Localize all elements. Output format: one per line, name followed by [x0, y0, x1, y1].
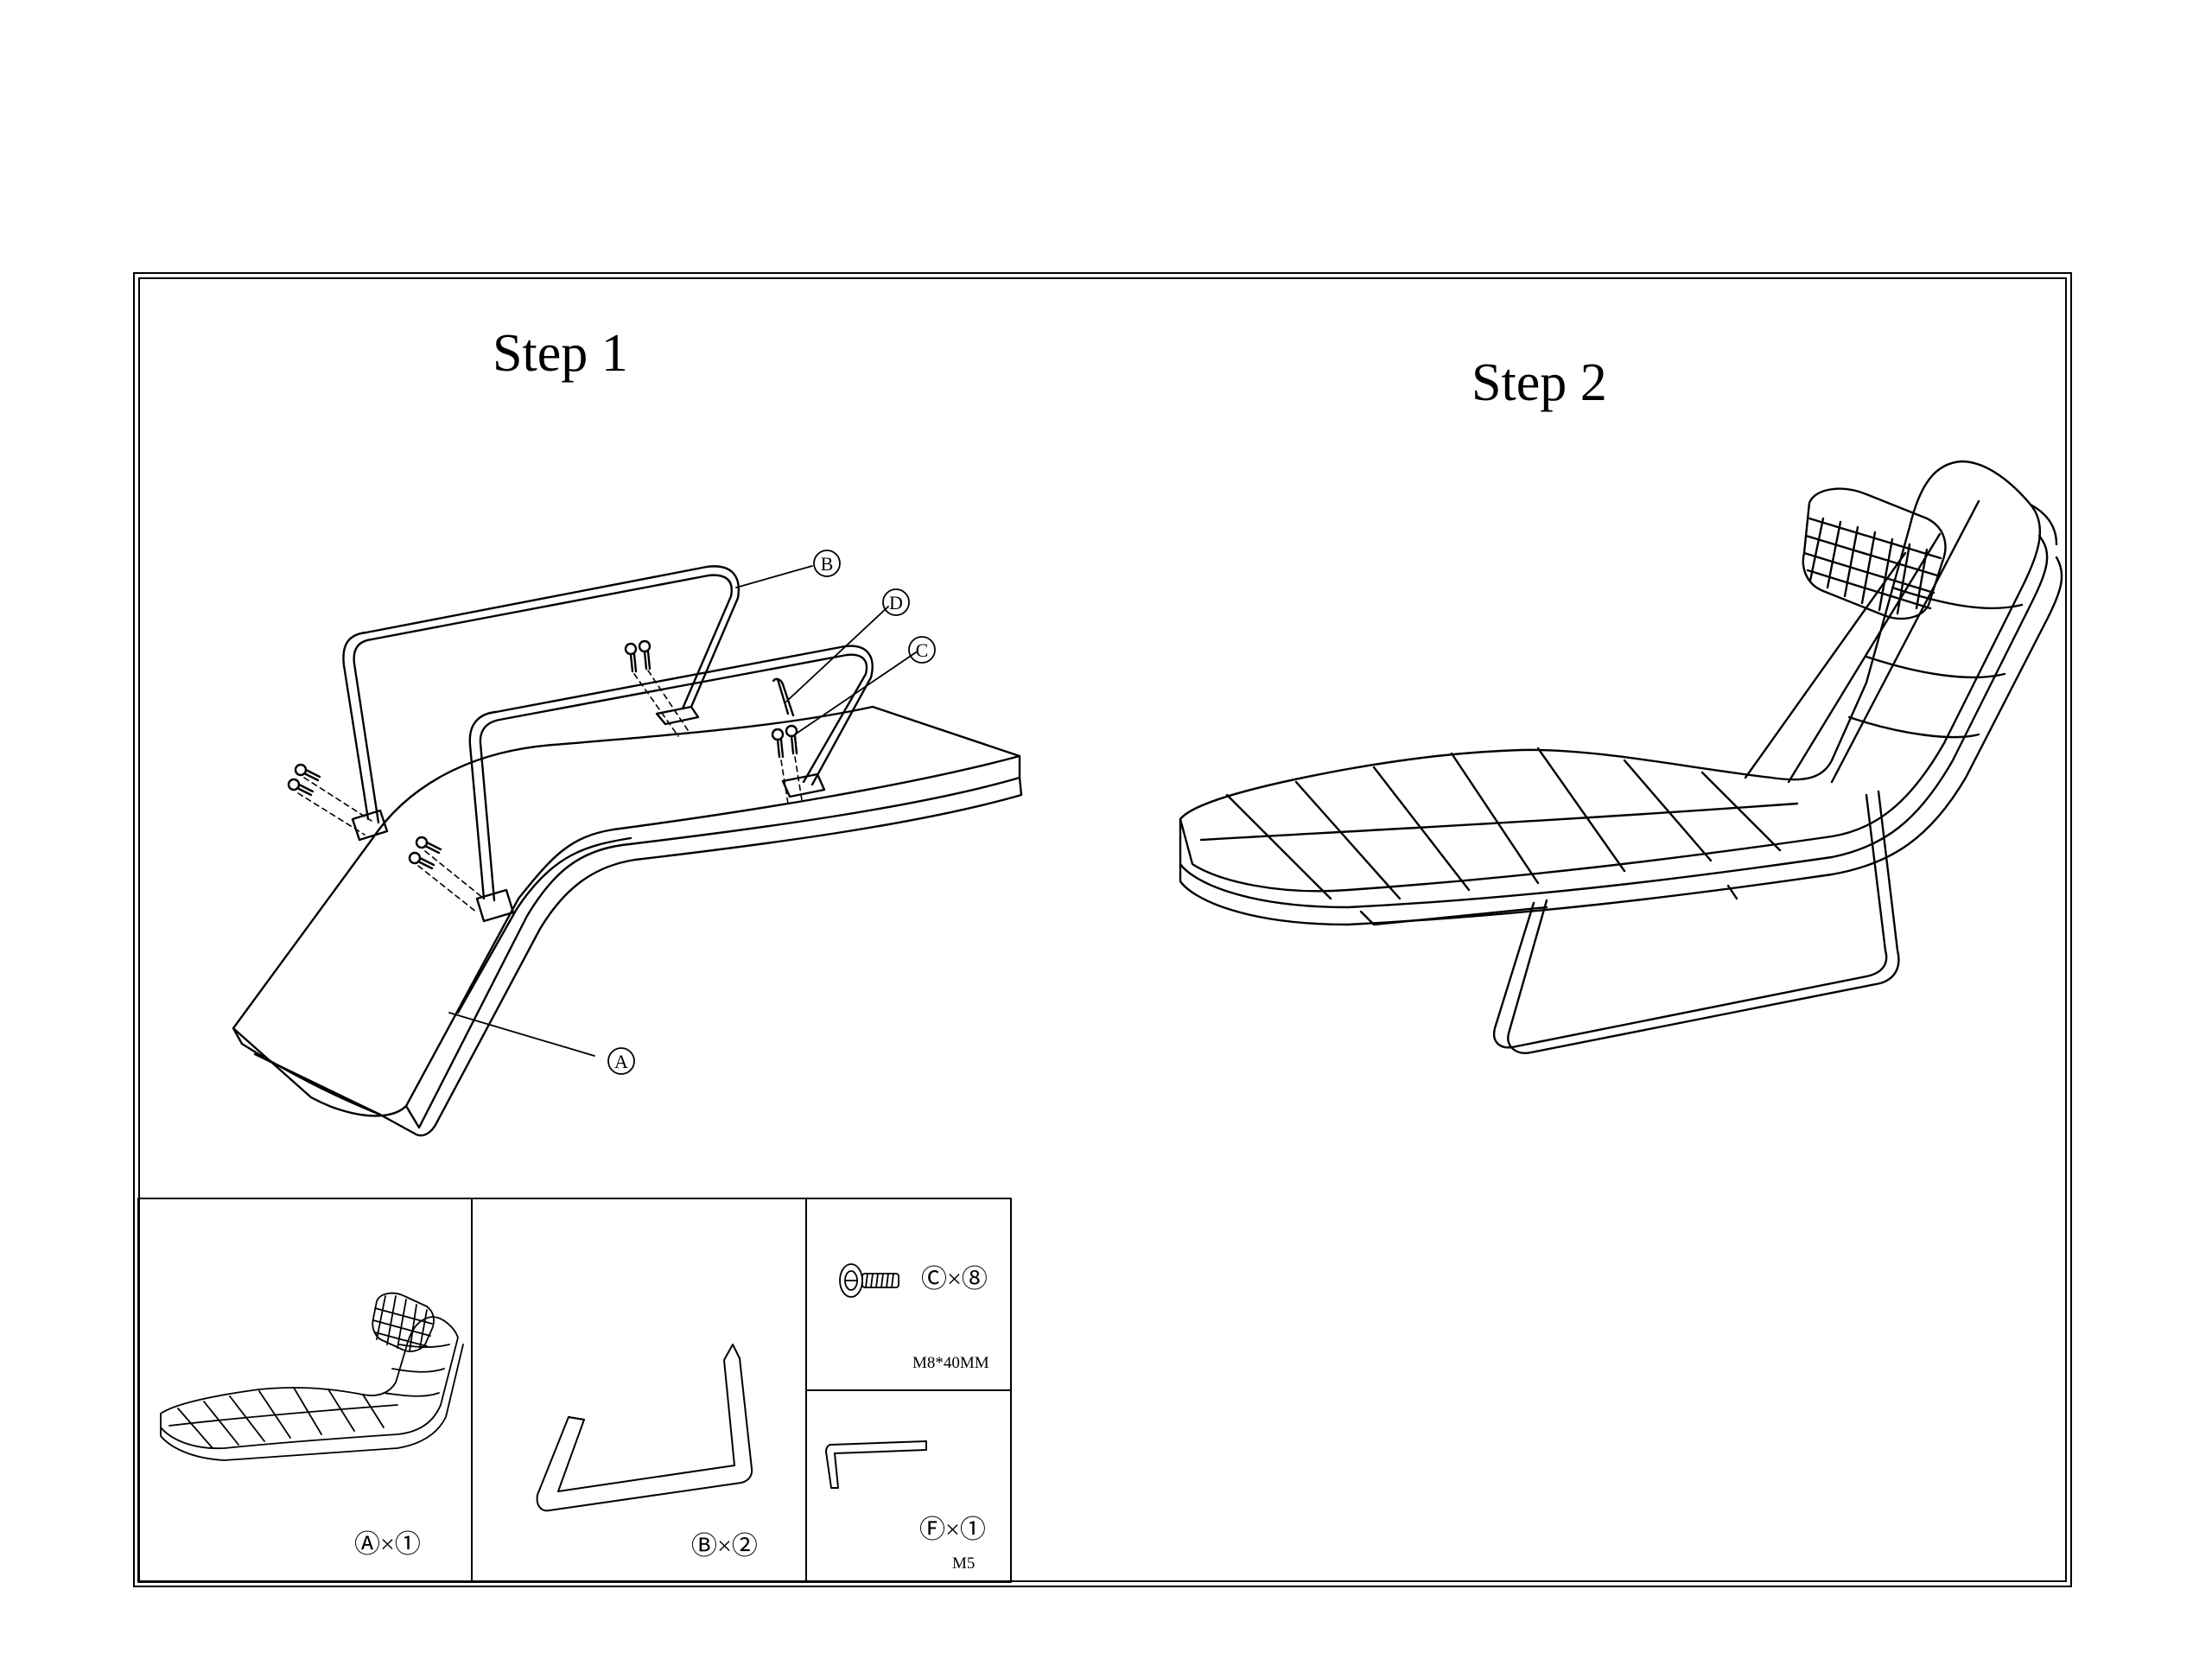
callout-c-label: C: [916, 639, 929, 661]
parts-table: [137, 1198, 1012, 1583]
step1-lounger-seat: [232, 705, 1023, 1137]
part-f-spec: M5: [952, 1554, 976, 1573]
inner-frame: [138, 277, 2067, 1582]
step1-frame-b-second: [468, 645, 874, 923]
part-c-spec: M8*40MM: [912, 1354, 989, 1372]
step2-lounger: [1179, 460, 2063, 1054]
step1-callout-leaders: [448, 550, 936, 1075]
part-a-lounger: [160, 1292, 464, 1461]
bolt-icon: [839, 1263, 899, 1298]
part-c-quantity: Ⓒ×⑧: [921, 1265, 988, 1293]
part-b-quantity: Ⓑ×②: [691, 1532, 758, 1560]
step-1-title: Step 1: [493, 324, 628, 383]
part-a-quantity: Ⓐ×①: [354, 1530, 421, 1559]
allen-key-icon: [825, 1440, 927, 1489]
callout-b-label: B: [821, 553, 834, 575]
step-2-title: Step 2: [1471, 353, 1607, 412]
part-f-quantity: Ⓕ×①: [919, 1516, 986, 1544]
callout-a-label: A: [614, 1051, 628, 1072]
step1-allen-key: [772, 677, 795, 717]
callout-d-label: D: [889, 592, 903, 613]
outer-frame: [133, 272, 2072, 1587]
part-b-frame: [536, 1344, 753, 1512]
step1-bolts: [287, 639, 803, 913]
